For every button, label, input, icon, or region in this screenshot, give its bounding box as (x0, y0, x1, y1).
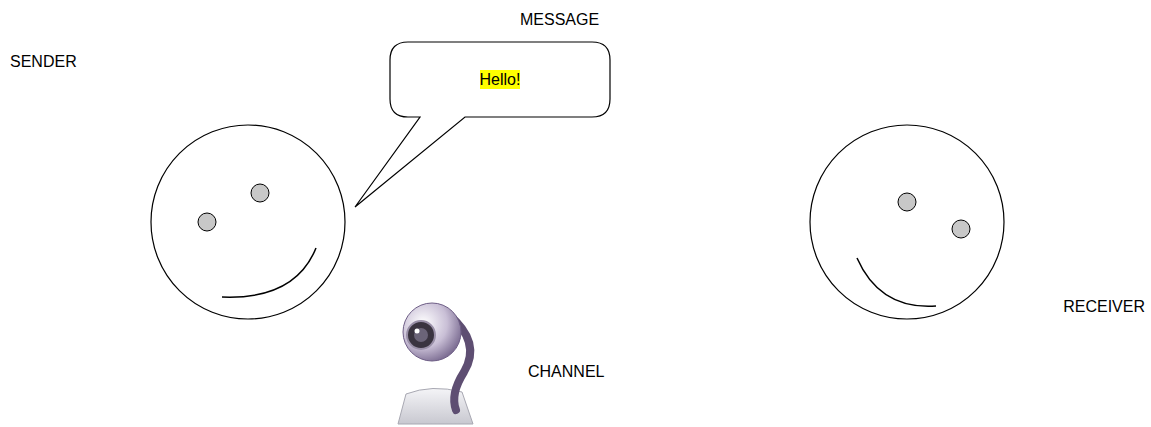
face-outline (151, 125, 345, 319)
face-outline (810, 125, 1004, 319)
eye (198, 213, 216, 231)
eye (952, 220, 970, 238)
message-label: MESSAGE (520, 10, 599, 29)
receiver-label: RECEIVER (1063, 297, 1145, 316)
eye (898, 193, 916, 211)
bubble-shape (355, 42, 610, 207)
webcam-lens (407, 321, 435, 349)
message-text: Hello! (480, 70, 521, 89)
eye (251, 184, 269, 202)
speech-bubble: Hello! (390, 42, 610, 117)
receiver-face (810, 125, 1004, 319)
sender-label: SENDER (10, 52, 77, 71)
webcam-lens-inner (414, 328, 428, 342)
channel-label: CHANNEL (528, 362, 604, 381)
sender-face (151, 125, 345, 319)
smile (857, 258, 936, 306)
webcam-head (403, 303, 461, 361)
webcam-base (398, 388, 473, 424)
smile (222, 248, 316, 297)
webcam-icon (398, 303, 473, 424)
webcam-lens-glint (415, 329, 420, 334)
